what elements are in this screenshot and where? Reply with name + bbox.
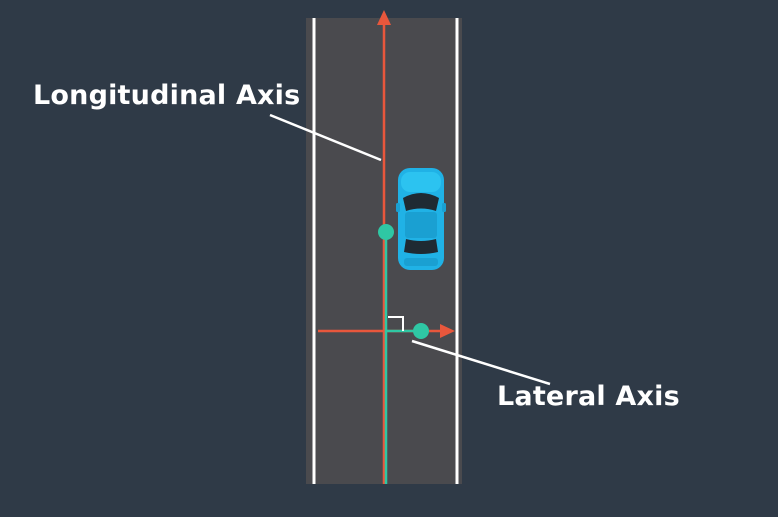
longitudinal-axis-label: Longitudinal Axis: [33, 80, 301, 111]
lateral-arrow-icon: [440, 324, 455, 338]
lateral-axis-label: Lateral Axis: [497, 381, 680, 412]
lateral-point-dot-icon: [413, 323, 429, 339]
longitudinal-leader-line: [269, 113, 382, 162]
lateral-leader-line: [411, 339, 551, 386]
path-point-dot-icon: [378, 224, 394, 240]
longitudinal-arrow-icon: [377, 10, 391, 25]
right-angle-marker: [388, 316, 404, 331]
car-top-view-icon: [396, 168, 446, 270]
